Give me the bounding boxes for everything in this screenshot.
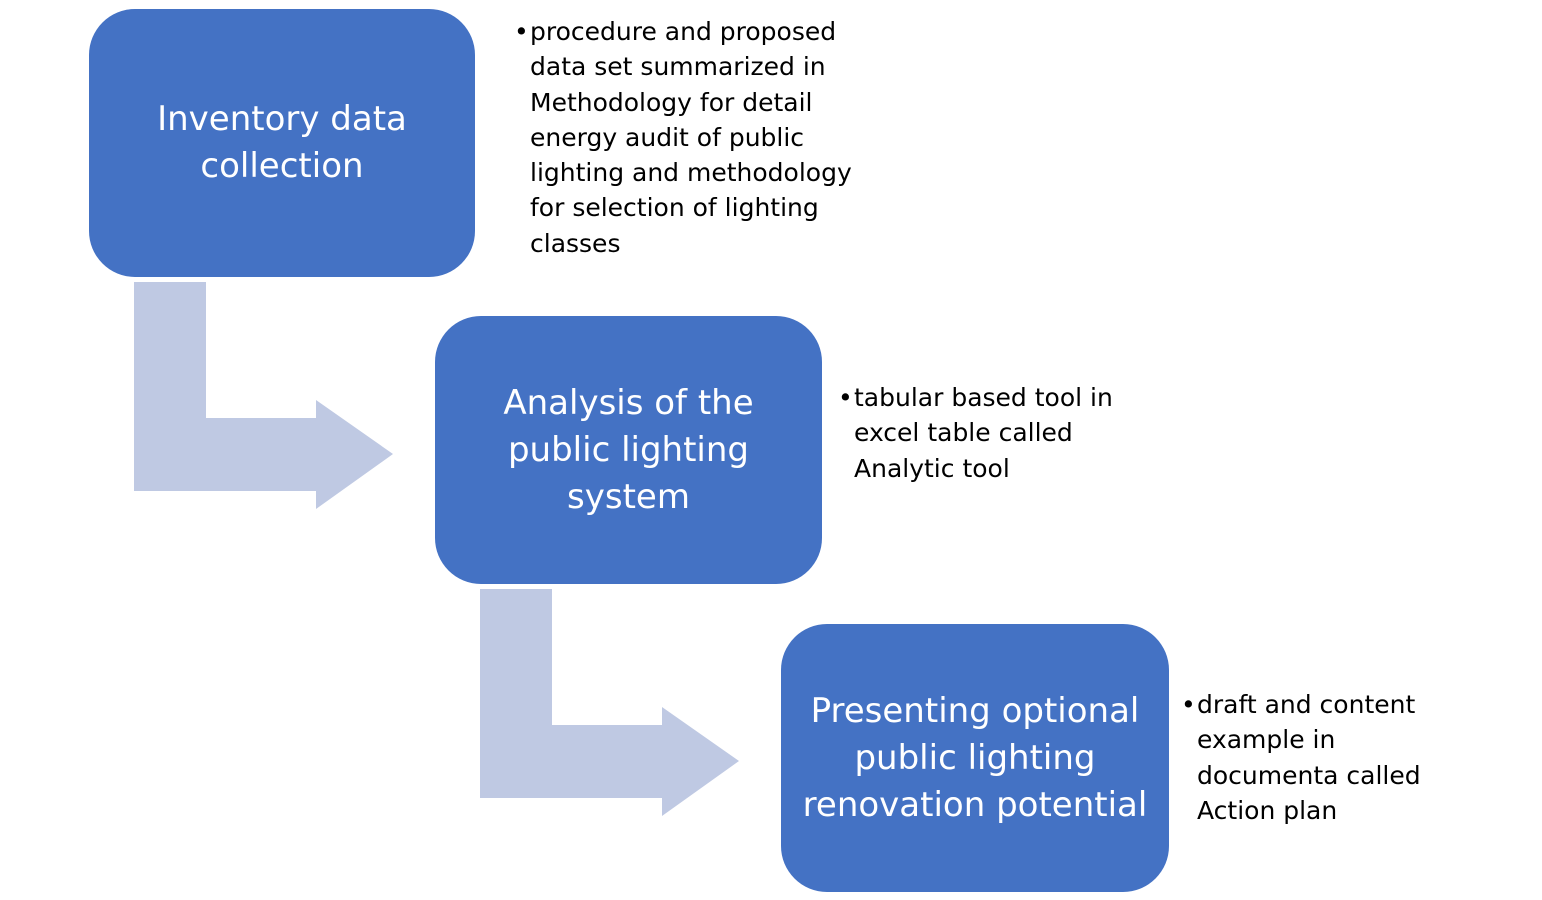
step-title: Analysis of the public lighting system	[503, 382, 754, 517]
step-note-renovation: • draft and content example in documenta…	[1181, 687, 1471, 828]
step-title: Presenting optional public lighting reno…	[802, 690, 1148, 825]
note-text: tabular based tool in excel table called…	[854, 383, 1113, 483]
step-title: Inventory data collection	[157, 99, 407, 186]
step-note-inventory: • procedure and proposed data set summar…	[514, 14, 894, 261]
step-note-analysis: • tabular based tool in excel table call…	[838, 380, 1128, 486]
note-text: draft and content example in documenta c…	[1197, 690, 1421, 825]
step-box-inventory-data-collection: Inventory data collection	[89, 9, 475, 277]
bullet-icon: •	[514, 17, 529, 46]
bullet-icon: •	[1181, 690, 1196, 719]
bullet-icon: •	[838, 383, 853, 412]
bent-arrow-right-icon	[480, 589, 739, 816]
step-box-analysis: Analysis of the public lighting system	[435, 316, 822, 584]
step-box-renovation-potential: Presenting optional public lighting reno…	[781, 624, 1169, 892]
bent-arrow-right-icon	[134, 282, 393, 509]
note-text: procedure and proposed data set summariz…	[530, 17, 852, 258]
